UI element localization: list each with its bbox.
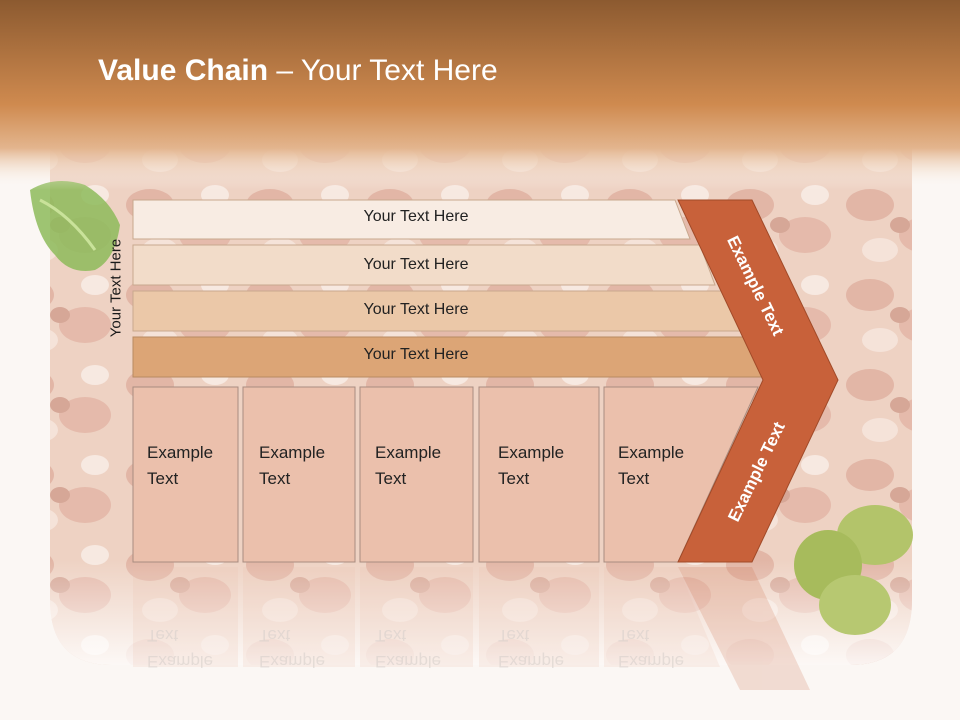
lettuce-leaf (30, 181, 120, 271)
primary-row-4-label: Your Text Here (363, 346, 469, 363)
reflection-text-3: Example Text (375, 622, 441, 674)
activity-2-line2: Text (259, 469, 291, 488)
activity-box-3 (359, 386, 474, 563)
activity-1-line2: Text (147, 469, 179, 488)
reflection-text-1-line2: Text (147, 626, 179, 645)
activity-1-line1: Example (147, 443, 214, 462)
primary-row-2 (132, 244, 716, 286)
reflection-text-5-line2: Text (618, 626, 650, 645)
reflection-text-5-line1: Example (618, 652, 685, 671)
reflection (133, 567, 810, 690)
activity-box-1 (132, 386, 239, 563)
activity-box-2 (242, 386, 356, 563)
reflection-text-2-line2: Text (259, 626, 291, 645)
activity-5-line1: Example (618, 443, 685, 462)
title-rest: – Your Text Here (268, 54, 498, 87)
primary-row-1-label: Your Text Here (363, 208, 469, 225)
support-activities-label: Your Text Here (107, 238, 125, 338)
activity-3-line1: Example (375, 443, 442, 462)
activity-2-line1: Example (259, 443, 326, 462)
reflection-text-1: Example Text (147, 622, 213, 674)
reflection-text-2-line1: Example (259, 652, 326, 671)
activity-3-line2: Text (375, 469, 407, 488)
reflection-text-3-line2: Text (375, 626, 407, 645)
primary-row-3-label: Your Text Here (363, 301, 469, 318)
reflection-text-4-line2: Text (498, 626, 530, 645)
reflection-text-2: Example Text (259, 622, 325, 674)
slide-title: Value Chain – Your Text Here (98, 54, 498, 88)
title-bold: Value Chain (98, 54, 269, 87)
reflection-text-4: Example Text (498, 622, 564, 674)
activity-4-line2: Text (498, 469, 530, 488)
primary-row-2-label: Your Text Here (363, 256, 469, 273)
reflection-text-3-line1: Example (375, 652, 442, 671)
activity-4-line1: Example (498, 443, 565, 462)
reflection-text-1-line1: Example (147, 652, 214, 671)
activity-5-line2: Text (618, 469, 650, 488)
margin-chevron (677, 199, 839, 563)
reflection-text-4-line1: Example (498, 652, 565, 671)
primary-row-1 (132, 199, 691, 240)
grapes (794, 505, 913, 635)
activity-box-4 (478, 386, 600, 563)
reflection-text-5: Example Text (618, 622, 684, 674)
